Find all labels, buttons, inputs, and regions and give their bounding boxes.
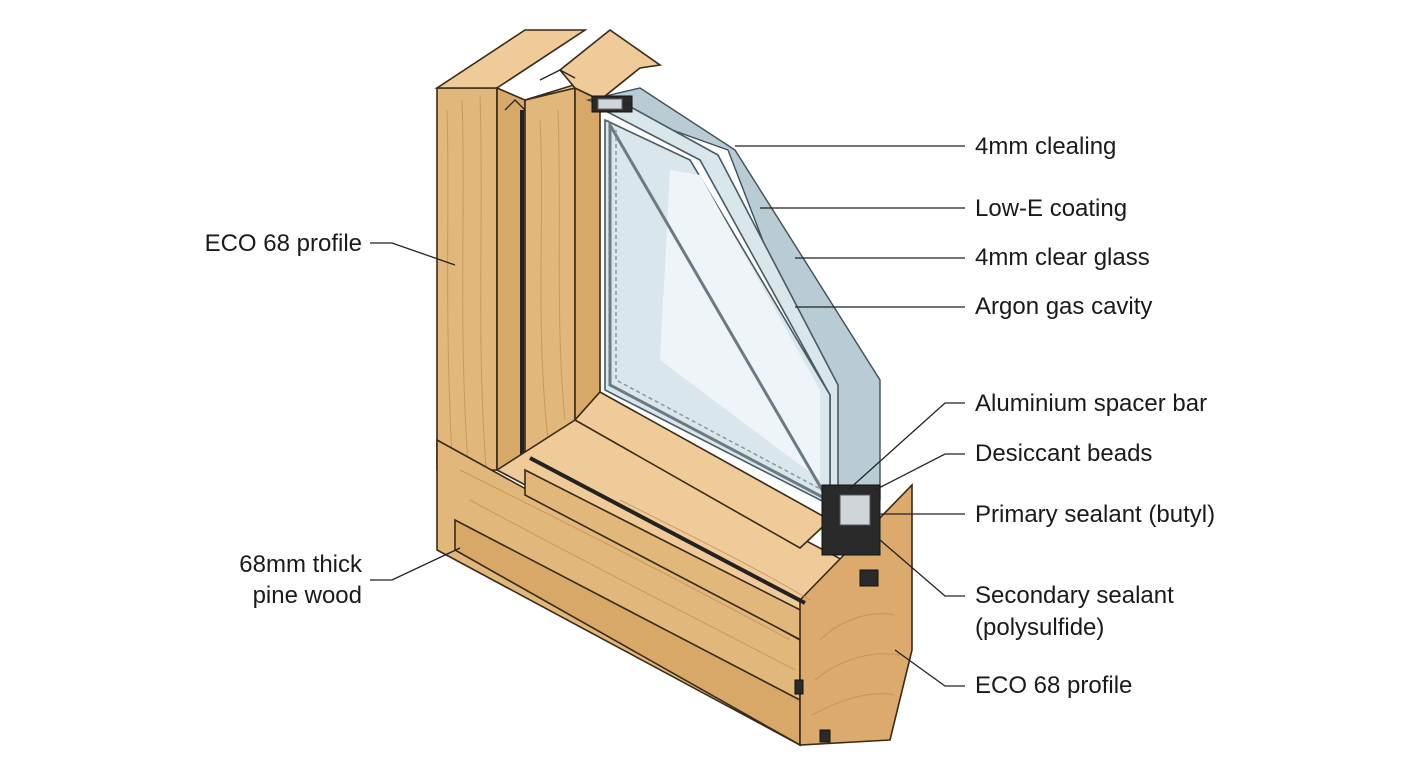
leader-lines bbox=[370, 145, 965, 687]
label-low-e-coating: Low-E coating bbox=[975, 195, 1128, 222]
label-eco-profile-bottom: ECO 68 profile bbox=[975, 672, 1133, 699]
horizontal-frame bbox=[436, 390, 913, 747]
label-desiccant-beads: Desiccant beads bbox=[975, 440, 1153, 467]
glazing-unit bbox=[585, 87, 881, 556]
label-pine-wood-line1: 68mm thick bbox=[239, 551, 362, 578]
label-pine-wood-line2: pine wood bbox=[252, 582, 362, 609]
label-eco-profile-top: ECO 68 profile bbox=[204, 230, 362, 257]
label-clear-glass: 4mm clear glass bbox=[975, 244, 1150, 271]
label-clealing: 4mm clealing bbox=[975, 133, 1117, 160]
label-primary-sealant: Primary sealant (butyl) bbox=[975, 501, 1216, 528]
vertical-frame bbox=[434, 29, 663, 472]
label-secondary-sealant-line2: (polysulfide) bbox=[975, 614, 1105, 641]
label-spacer-bar: Aluminium spacer bar bbox=[975, 390, 1208, 417]
label-secondary-sealant-line1: Secondary sealant bbox=[975, 582, 1174, 609]
label-argon-cavity: Argon gas cavity bbox=[975, 293, 1153, 320]
